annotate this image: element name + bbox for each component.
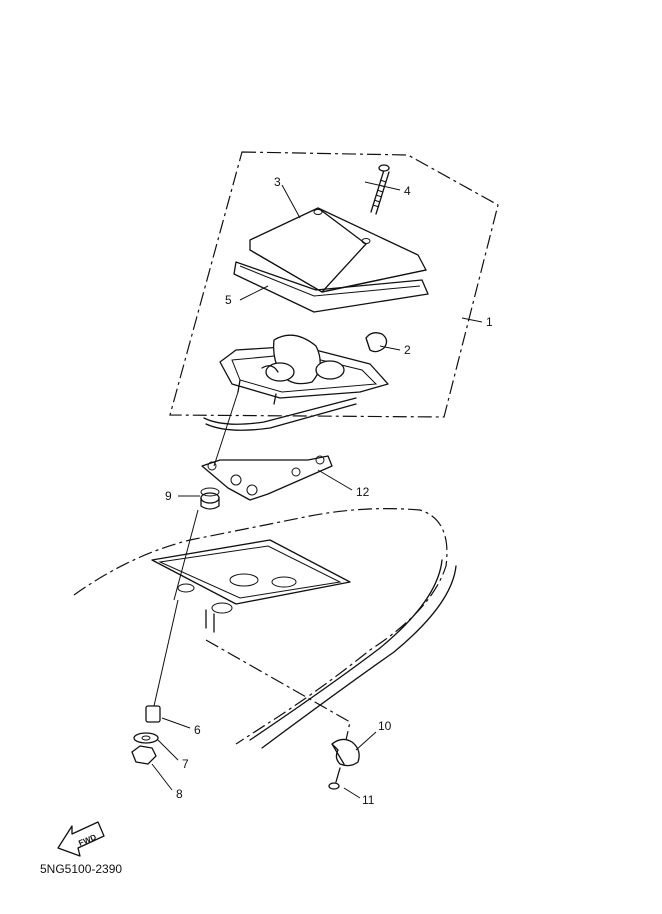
part-bracket — [201, 455, 333, 501]
part-washer — [133, 732, 159, 744]
part-collar — [145, 705, 161, 723]
callout-6: 6 — [194, 723, 201, 737]
callout-7: 7 — [182, 757, 189, 771]
diagram-code: 5NG5100-2390 — [40, 862, 123, 876]
callout-4: 4 — [404, 184, 411, 198]
callout-1: 1 — [486, 315, 493, 329]
part-cover — [249, 207, 427, 293]
assembly-boundary — [169, 151, 499, 418]
part-clamp — [331, 738, 360, 767]
part-bulb — [365, 332, 388, 353]
part-small-screw — [328, 767, 341, 790]
callout-8: 8 — [176, 787, 183, 801]
fwd-arrow-icon: FWD — [57, 821, 105, 857]
callout-11: 11 — [362, 793, 375, 807]
callout-5: 5 — [225, 293, 232, 307]
part-screw — [370, 164, 390, 215]
part-gasket — [233, 261, 429, 313]
fender-body — [73, 508, 457, 749]
part-housing-base — [203, 334, 389, 431]
callout-12: 12 — [356, 485, 370, 499]
callout-9: 9 — [165, 489, 172, 503]
part-nut — [131, 745, 157, 765]
callout-3: 3 — [274, 175, 281, 189]
callout-2: 2 — [404, 343, 411, 357]
callout-10: 10 — [378, 719, 392, 733]
part-grommet — [200, 487, 220, 510]
